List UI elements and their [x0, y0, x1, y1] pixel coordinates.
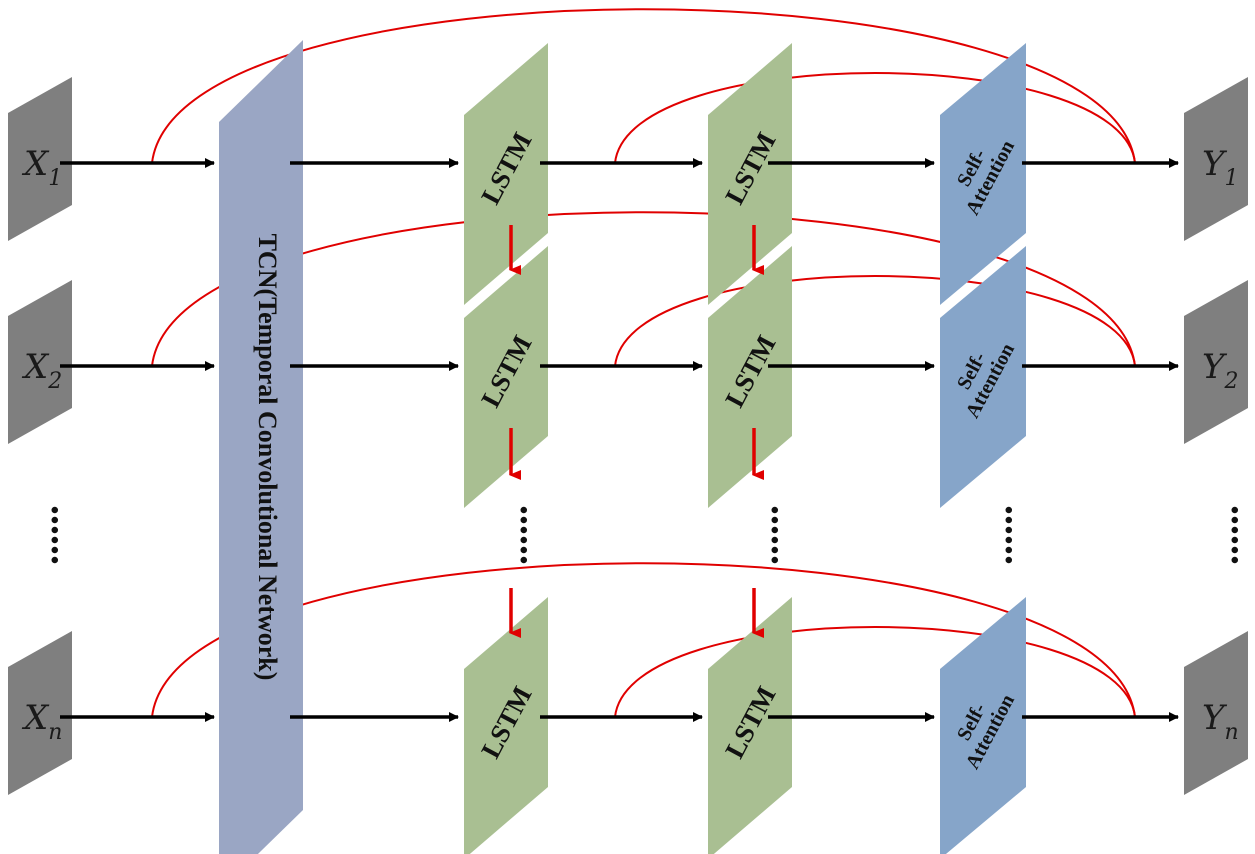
row-2-output-panel: [1184, 280, 1248, 444]
row-2-input-panel-face: [8, 280, 72, 444]
blocks: [8, 40, 1248, 854]
tcn-block: [219, 40, 303, 854]
row-n-lstm-1-panel-face: [464, 597, 548, 854]
row-n-attention-panel-face: [940, 597, 1026, 854]
row-n-short-skip-arc: [614, 626, 1136, 718]
ellipsis-3: ......: [763, 505, 808, 565]
row-n-output-label: Yn: [1202, 698, 1239, 745]
row-2-output-panel-face: [1184, 280, 1248, 444]
row-2-long-skip-arc: [151, 211, 1136, 367]
row-1-attention-panel: [940, 43, 1026, 305]
ellipsis-2: ......: [512, 505, 557, 565]
row-1-input-label: X1: [21, 144, 62, 191]
row-2-lstm-2-panel-face: [708, 246, 792, 508]
row-n-input-panel-face: [8, 631, 72, 795]
row-n-lstm-2-panel: [708, 597, 792, 854]
row-1-attention-panel-face: [940, 43, 1026, 305]
row-2-lstm-2-panel: [708, 246, 792, 508]
row-n-input-panel: [8, 631, 72, 795]
ellipsis-5: ......: [1223, 505, 1255, 565]
row-1-lstm-1-panel: [464, 43, 548, 305]
row-n-lstm-2-panel-face: [708, 597, 792, 854]
row-n-output-panel-face: [1184, 631, 1248, 795]
row-2-input-panel: [8, 280, 72, 444]
row-2-attention-panel: [940, 246, 1026, 508]
row-1-lstm-2-panel: [708, 43, 792, 305]
row-1-output-label: Y1: [1202, 144, 1238, 191]
row-2-short-skip-arc: [614, 275, 1136, 367]
row-n-lstm-1-panel: [464, 597, 548, 854]
row-n-attention-panel: [940, 597, 1026, 854]
skip-connections: [151, 8, 1136, 718]
flow-arrows: [60, 158, 1179, 722]
row-2-attention-panel-face: [940, 246, 1026, 508]
row-1-output-panel-face: [1184, 77, 1248, 241]
row-1-lstm-1-panel-face: [464, 43, 548, 305]
tcn-label: TCN(Temporal Convolutional Network): [253, 234, 282, 681]
row-2-lstm-1-panel: [464, 246, 548, 508]
row-2-output-label: Y2: [1202, 347, 1238, 394]
ellipsis-1: ......: [43, 505, 88, 565]
ellipsis-4: ......: [997, 505, 1042, 565]
row-n-output-panel: [1184, 631, 1248, 795]
row-n-long-skip-arc: [151, 562, 1136, 718]
row-1-lstm-2-panel-face: [708, 43, 792, 305]
row-2-lstm-1-panel-face: [464, 246, 548, 508]
row-n-input-label: Xn: [21, 698, 62, 745]
row-1-long-skip-arc: [151, 8, 1136, 164]
row-2-input-label: X2: [21, 347, 62, 394]
row-1-input-panel-face: [8, 77, 72, 241]
row-1-output-panel: [1184, 77, 1248, 241]
tcn-block-face: [219, 40, 303, 854]
row-1-short-skip-arc: [614, 72, 1136, 164]
row-1-input-panel: [8, 77, 72, 241]
